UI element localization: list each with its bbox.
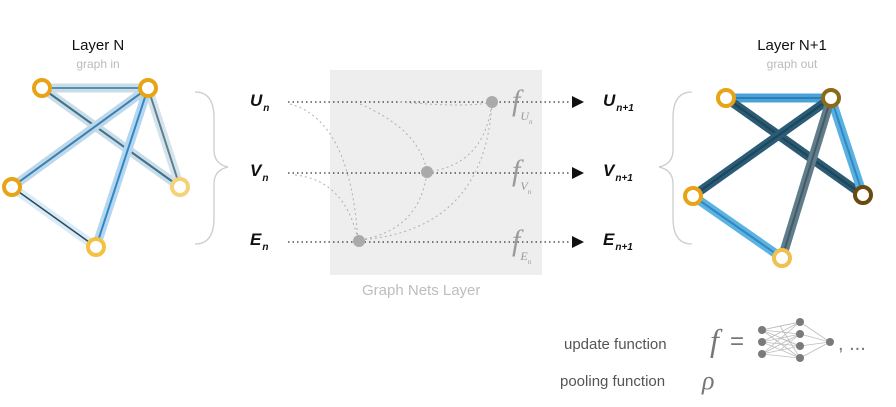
var-u-in: Un — [250, 91, 270, 114]
flow-arrows — [572, 96, 584, 248]
func-e: fEn — [512, 224, 532, 266]
arrowhead — [572, 96, 584, 108]
node — [170, 177, 190, 197]
node — [86, 237, 106, 257]
node — [772, 248, 792, 268]
output-graph-edges — [688, 93, 868, 263]
left-brace — [194, 91, 229, 245]
input-graph-nodes — [2, 78, 190, 257]
update-function-label: update function — [564, 336, 667, 353]
node — [32, 78, 52, 98]
edge — [830, 97, 864, 196]
edge — [11, 186, 97, 248]
rho-symbol: ρ — [702, 366, 715, 395]
node — [138, 78, 158, 98]
output-graph-title: Layer N+1 — [757, 37, 827, 54]
node — [716, 88, 736, 108]
f-symbol: f — [710, 322, 719, 358]
func-v: fVn — [512, 154, 532, 196]
node-u — [486, 96, 498, 108]
node-v — [421, 166, 433, 178]
pooling-function-label: pooling function — [560, 373, 666, 390]
var-e-in: En — [250, 230, 269, 253]
arrowhead — [572, 236, 584, 248]
dependency-curves — [289, 101, 493, 241]
input-graph-title: Layer N — [71, 37, 125, 54]
node-e — [353, 235, 365, 247]
edge — [95, 87, 149, 248]
var-v-out: Vn+1 — [603, 161, 633, 184]
edge — [147, 87, 181, 188]
edge — [692, 195, 783, 259]
function-nodes — [353, 96, 498, 247]
input-graph-edges — [7, 83, 185, 252]
output-graph-nodes — [683, 88, 873, 268]
var-e-out: En+1 — [603, 230, 633, 253]
edge — [41, 87, 181, 188]
ellipsis: , ... — [838, 333, 866, 355]
output-graph-subtitle: graph out — [766, 57, 818, 71]
edge — [781, 97, 832, 259]
edge — [692, 97, 832, 197]
arrowhead — [572, 167, 584, 179]
edge — [11, 87, 149, 188]
node — [2, 177, 22, 197]
var-v-in: Vn — [250, 161, 269, 184]
edge — [725, 97, 864, 196]
equals-sign: = — [730, 328, 745, 355]
func-u: fUn — [512, 84, 533, 126]
var-u-out: Un+1 — [603, 91, 634, 114]
neural-network-icon — [758, 318, 834, 362]
node — [683, 186, 703, 206]
node — [821, 88, 841, 108]
node — [853, 185, 873, 205]
layer-caption: Graph Nets Layer — [362, 282, 481, 299]
input-graph-subtitle: graph in — [76, 57, 120, 71]
right-brace — [658, 91, 693, 245]
